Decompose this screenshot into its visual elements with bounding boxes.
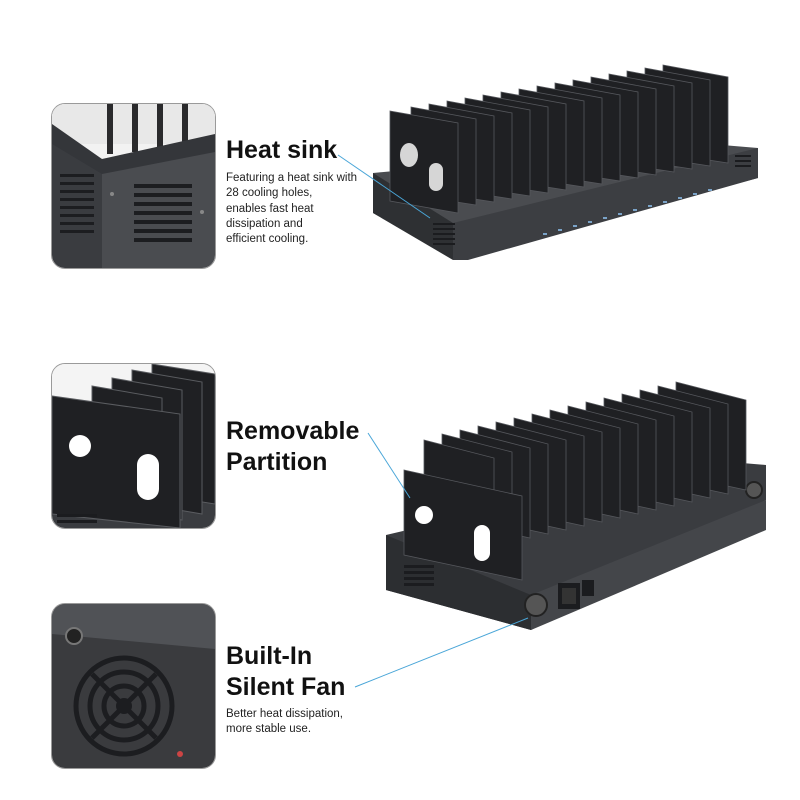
partition-closeup-image [51,363,216,529]
heat-sink-description: Featuring a heat sink with 28 cooling ho… [226,172,358,246]
fan-title: Built-In Silent Fan [226,642,346,701]
heat-sink-title: Heat sink [226,136,338,164]
heat-sink-closeup-image [51,103,216,269]
charging-station-rear-image [386,380,768,632]
charging-station-top-image [373,63,763,273]
partition-title: Removable Partition [226,417,360,476]
fan-description: Better heat dissipation, more stable use… [226,708,343,736]
fan-closeup-image [51,603,216,769]
